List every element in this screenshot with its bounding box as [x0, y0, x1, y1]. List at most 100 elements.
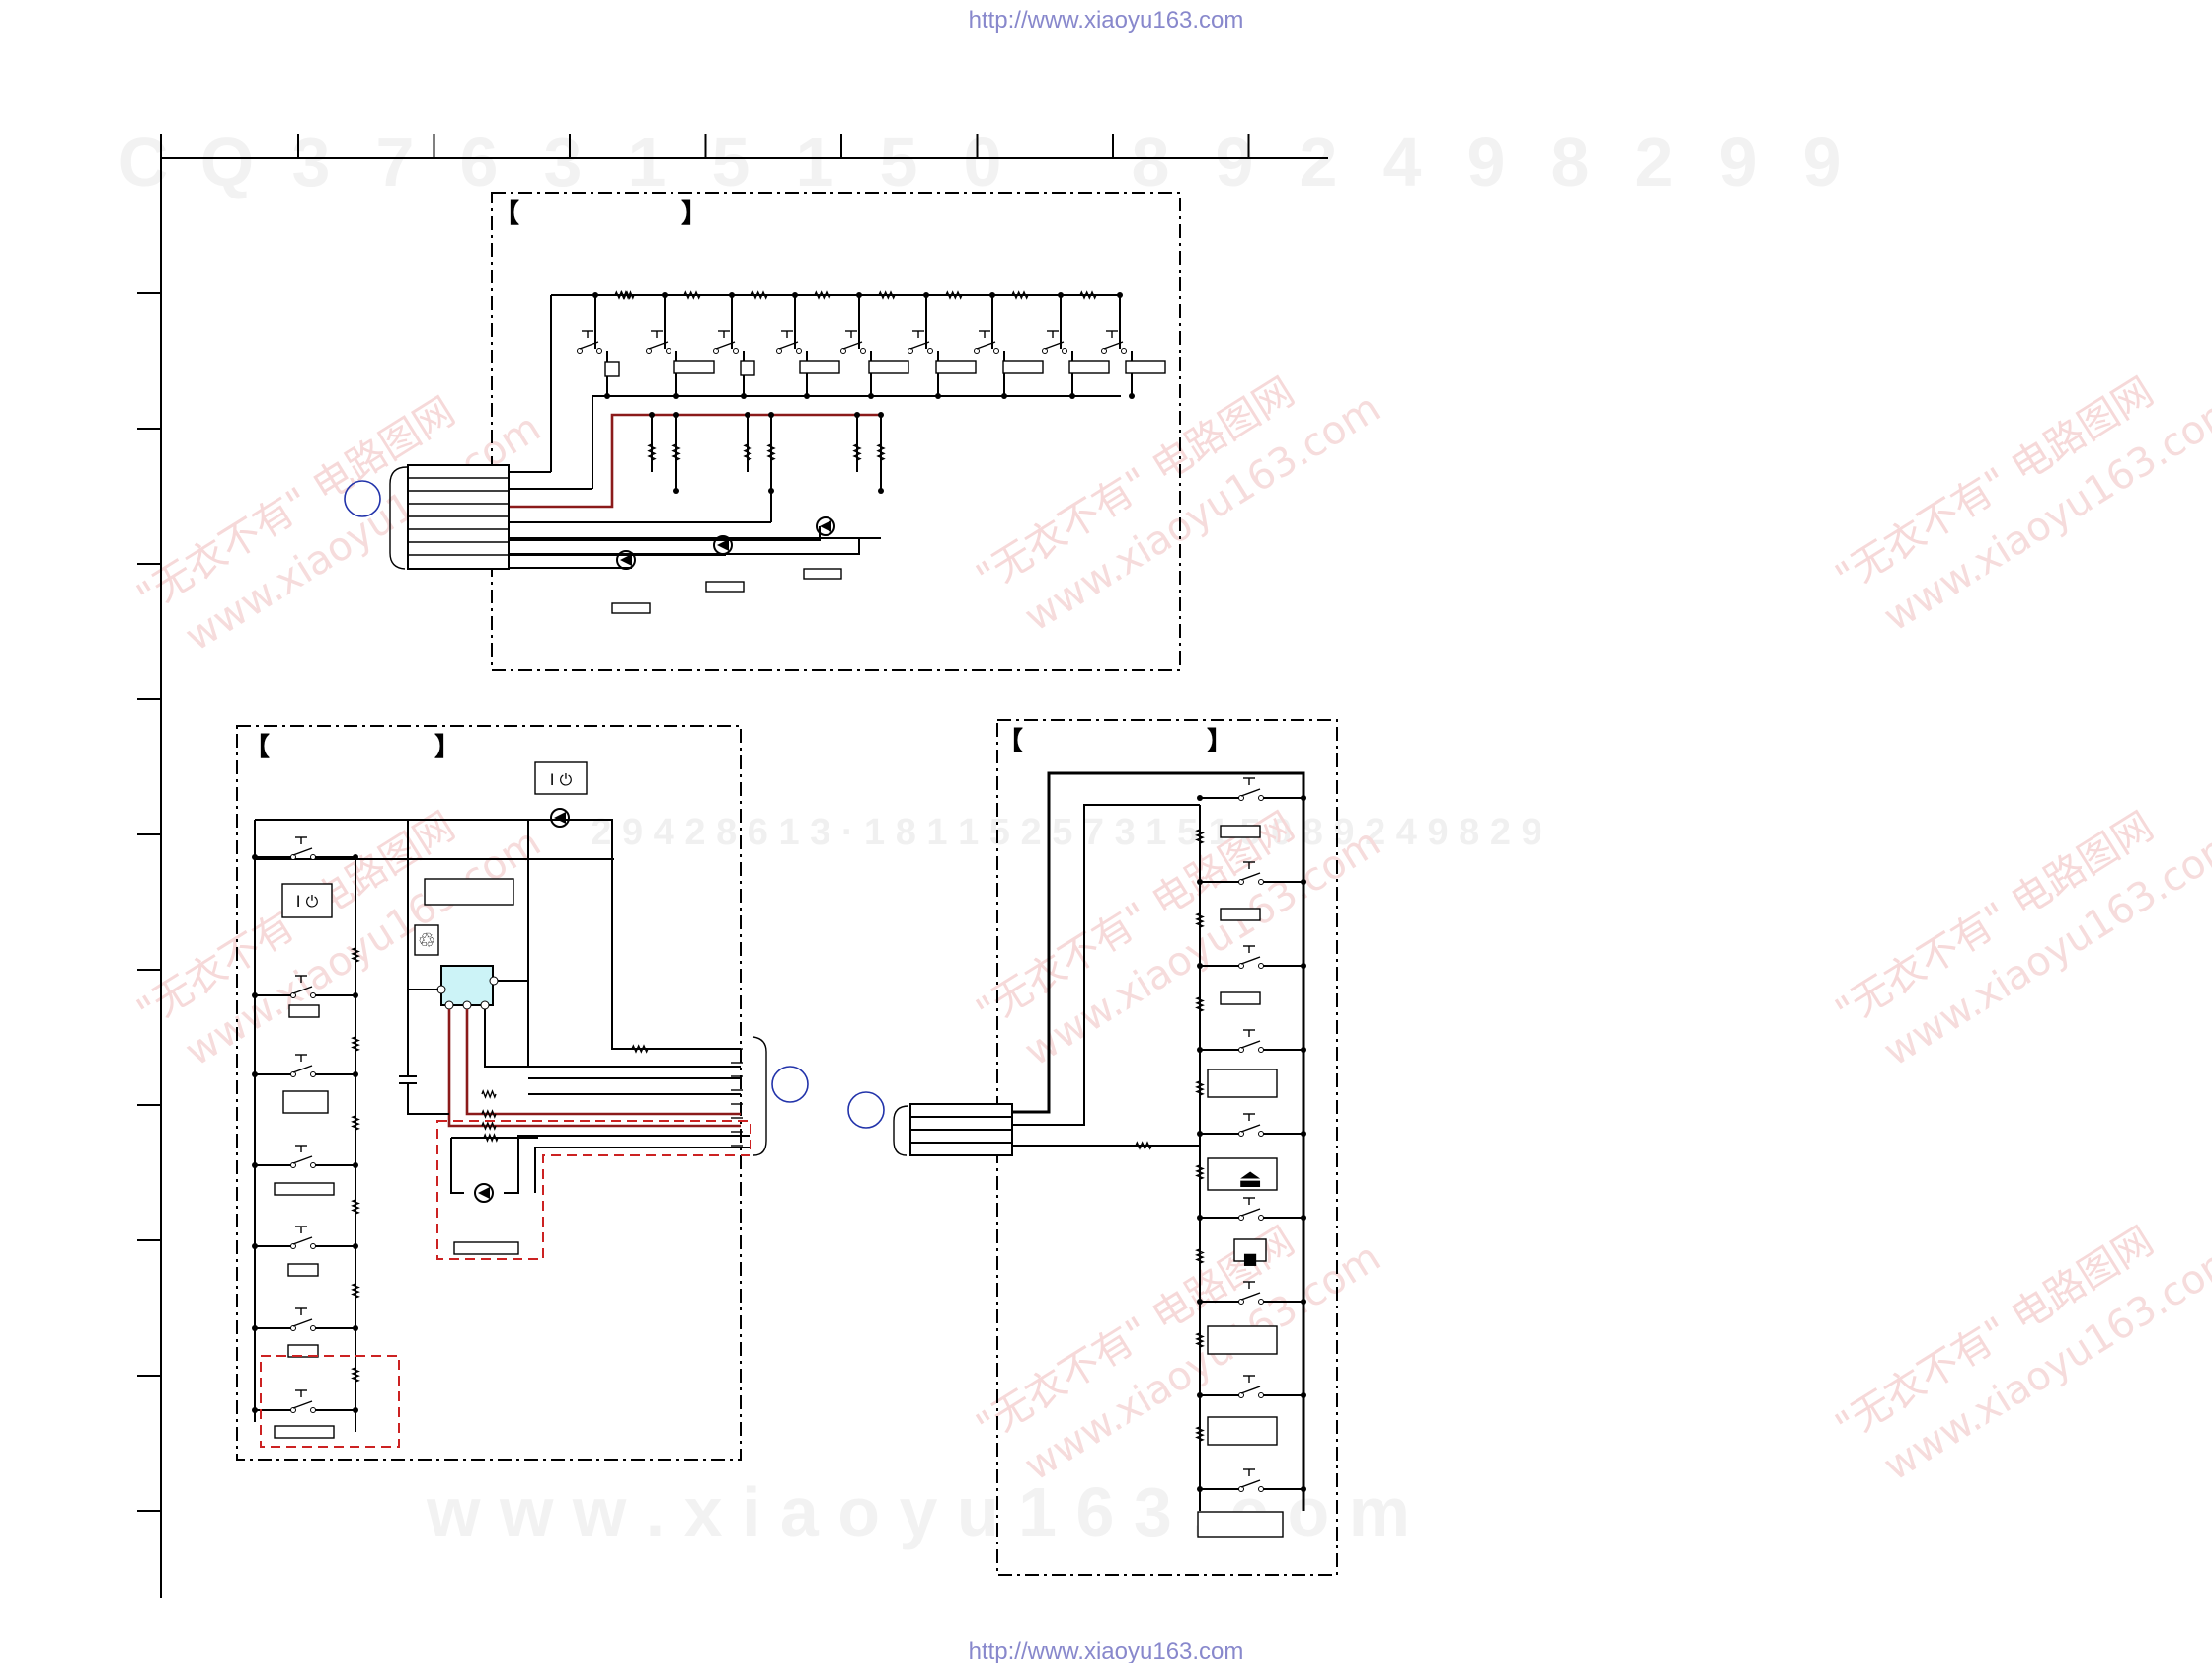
junction-dot	[353, 1407, 358, 1413]
switch-contact	[1238, 1486, 1244, 1492]
grid-ruler	[137, 134, 1328, 1598]
function-switch-board: 【 】 ⏏ ■	[847, 719, 1338, 1576]
switch-label-box	[1207, 1325, 1278, 1355]
resistor	[852, 443, 862, 461]
top-board-bracket-close: 】	[681, 199, 707, 229]
led-top-1	[616, 550, 636, 570]
watermark-char: 1	[628, 123, 667, 200]
switch-lever	[292, 1065, 313, 1073]
resistor	[743, 443, 752, 461]
switch-contact	[1258, 879, 1264, 885]
resistor	[1079, 290, 1097, 300]
junction-dot	[353, 992, 358, 998]
switch-contact	[596, 348, 602, 354]
switch-label-box	[1207, 1157, 1278, 1191]
resistor	[481, 1121, 497, 1131]
resistor	[1195, 829, 1205, 844]
header-url[interactable]: http://www.xiaoyu163.com	[969, 7, 1244, 34]
switch-contact	[646, 348, 652, 354]
junction-dot	[673, 488, 679, 494]
function-connector-ring	[847, 1091, 885, 1129]
led-top-2	[713, 535, 733, 555]
sub-board-led	[474, 1183, 494, 1203]
junction-dot	[353, 1325, 358, 1331]
resistor	[876, 443, 886, 461]
switch-contact	[1258, 1131, 1264, 1137]
switch-contact	[1238, 1392, 1244, 1398]
switch-contact	[577, 348, 583, 354]
switch-contact	[290, 854, 296, 860]
resistor	[1195, 1164, 1205, 1180]
resistor	[878, 290, 896, 300]
switch-lever	[1240, 1479, 1261, 1488]
switch-label-box	[1125, 360, 1166, 374]
switch-contact	[927, 348, 933, 354]
switch-contact	[1101, 348, 1107, 354]
top-led-resistors	[647, 412, 886, 494]
footer-url[interactable]: http://www.xiaoyu163.com	[969, 1638, 1244, 1663]
switch-label-box	[1220, 908, 1261, 921]
switch-label-box	[1068, 360, 1110, 374]
resistor	[1011, 290, 1029, 300]
switch-label-box	[604, 361, 620, 377]
junction-dot	[1301, 1047, 1306, 1053]
switch-label-box	[288, 1004, 320, 1018]
resistor	[1135, 1141, 1152, 1150]
watermark-char: 1	[796, 123, 834, 200]
junction-dot	[1301, 1131, 1306, 1137]
switch-label-box	[868, 360, 909, 374]
switch-label-box	[1233, 1238, 1267, 1262]
watermark-char: 8	[1132, 123, 1170, 200]
resistor	[481, 1089, 497, 1099]
resistor	[672, 443, 681, 461]
power-connector-ring	[771, 1066, 809, 1103]
switch-contact	[290, 1071, 296, 1077]
resistor	[1195, 996, 1205, 1012]
switch-contact	[1258, 1299, 1264, 1305]
watermark-char: C	[118, 123, 169, 200]
power-switch-board: 【 】 I ⏻ I ⏻ ♲	[236, 725, 809, 1461]
watermark-char: 2	[1300, 123, 1338, 200]
junction-dot	[353, 1243, 358, 1249]
resistor	[1195, 1080, 1205, 1096]
switch-label-box	[673, 360, 715, 374]
switch-label-box	[799, 360, 840, 374]
junction-dot	[878, 488, 884, 494]
switch-lever	[976, 341, 996, 350]
junction-dot	[1301, 879, 1306, 885]
power-board-frame	[236, 725, 742, 1461]
switch-contact	[713, 348, 719, 354]
switch-lever	[292, 1236, 313, 1245]
junction-dot	[673, 412, 679, 418]
top-switch-row	[577, 295, 1166, 399]
switch-contact	[1238, 1131, 1244, 1137]
power-board-bracket-open: 【	[244, 733, 270, 762]
watermark-mid-row: 2 9 4 2 8 6 1 3 · 1 8 1 1 5 2 5 7 3 1 5 …	[591, 812, 1541, 853]
switch-contact	[1238, 1047, 1244, 1053]
switch-label-box	[282, 1090, 329, 1114]
switch-contact	[290, 1162, 296, 1168]
switch-lever	[1240, 1040, 1261, 1049]
switch-lever	[579, 341, 599, 350]
resistor	[631, 1044, 649, 1054]
switch-contact	[860, 348, 866, 354]
switch-contact	[1238, 1215, 1244, 1221]
power-symbol-label: I ⏻	[550, 770, 573, 789]
junction-dot	[1301, 1299, 1306, 1305]
power-led	[550, 808, 570, 828]
top-connector-ring	[344, 480, 381, 517]
switch-lever	[292, 847, 313, 856]
switch-label-box	[740, 360, 755, 376]
resistor	[1195, 1426, 1205, 1442]
switch-contact	[908, 348, 913, 354]
switch-label-box	[274, 1425, 335, 1439]
junction-dot	[878, 412, 884, 418]
switch-label-box	[935, 360, 977, 374]
watermark-char: 5	[880, 123, 918, 200]
switch-lever	[909, 341, 930, 350]
switch-lever	[715, 341, 736, 350]
watermark-char: 2	[1635, 123, 1674, 200]
